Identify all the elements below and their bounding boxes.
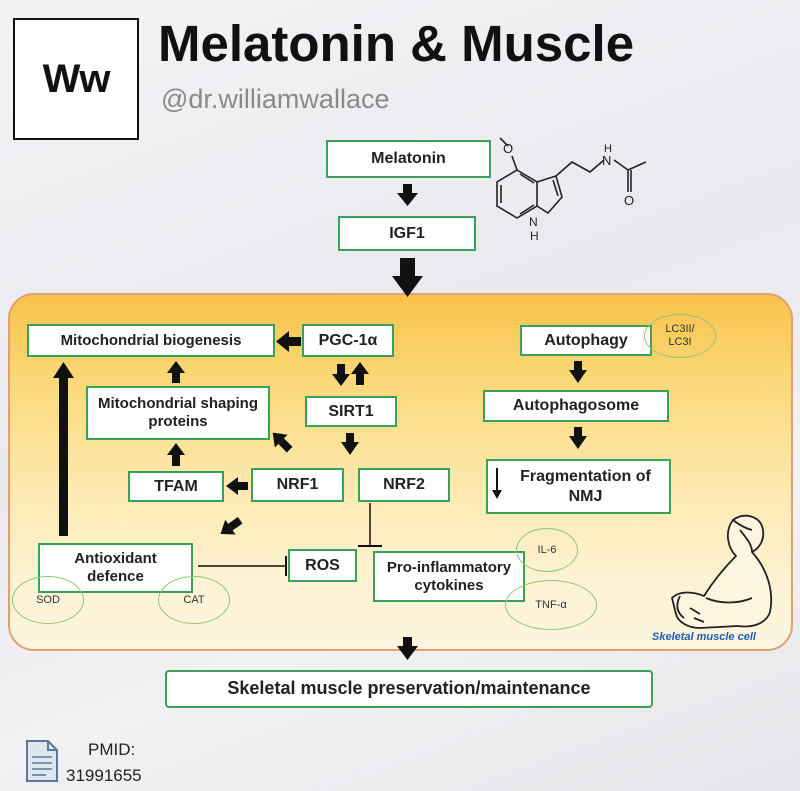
node-outcome-label: Skeletal muscle preservation/maintenance (227, 678, 591, 699)
node-tfam: TFAM (128, 471, 224, 502)
node-melatonin-label: Melatonin (371, 150, 446, 168)
node-sirt1-label: SIRT1 (328, 402, 374, 420)
arrow-cell-to-outcome (397, 637, 418, 660)
node-skeletal-muscle-preservation: Skeletal muscle preservation/maintenance (165, 670, 653, 708)
node-mitochondrial-biogenesis-label: Mitochondrial biogenesis (60, 331, 242, 349)
node-mitochondrial-shaping-proteins: Mitochondrial shaping proteins (86, 386, 270, 440)
oval-tnf-alpha: TNF-α (505, 580, 597, 630)
oval-cat-label: CAT (183, 593, 205, 606)
arrow-autophagosome-to-fragmentation (569, 427, 587, 449)
arrow-sirt1-down (341, 433, 359, 455)
arrow-autophagy-to-autophagosome (569, 361, 587, 383)
pmid-value: 31991655 (66, 766, 142, 785)
oval-sod-label: SOD (36, 593, 60, 606)
logo: Ww (13, 18, 139, 140)
arrow-tfam-to-shaping (167, 443, 185, 466)
node-nrf1: NRF1 (251, 468, 344, 502)
node-melatonin: Melatonin (326, 140, 491, 178)
oval-lc3: LC3II/ LC3I (644, 314, 716, 358)
node-ros: ROS (288, 549, 357, 582)
node-autophagy-label: Autophagy (544, 331, 628, 349)
node-tfam-label: TFAM (154, 477, 198, 495)
page-title: Melatonin & Muscle (158, 15, 635, 72)
node-pro-inflammatory-label: Pro-inflammatory cytokines (386, 558, 512, 594)
oval-il6-label: IL-6 (537, 543, 557, 556)
author-handle: @dr.williamwallace (161, 84, 390, 114)
pmid-label: PMID: (88, 740, 136, 759)
arrow-nrf1-to-tfam (226, 477, 248, 495)
node-mitochondrial-biogenesis: Mitochondrial biogenesis (27, 324, 275, 357)
node-ros-label: ROS (305, 556, 340, 574)
document-icon (26, 740, 58, 782)
atom-oxygen-carbonyl: O (624, 193, 634, 208)
atom-nitrogen-amide: N (602, 153, 611, 168)
muscle-arm-icon (671, 514, 773, 629)
atom-hydrogen-amide: H (604, 143, 612, 155)
node-sirt1: SIRT1 (305, 396, 397, 427)
atom-oxygen-methoxy: O (503, 141, 513, 156)
node-pgc1a: PGC-1α (302, 324, 394, 357)
arrow-melatonin-to-igf1 (397, 184, 418, 206)
arrow-igf1-to-cell (392, 258, 423, 297)
melatonin-molecule (496, 137, 647, 219)
node-nrf2: NRF2 (358, 468, 450, 502)
node-autophagosome-label: Autophagosome (512, 397, 640, 415)
arrow-nrf1-to-antioxidant (220, 516, 243, 535)
node-igf1: IGF1 (338, 216, 476, 251)
node-nrf1-label: NRF1 (276, 476, 319, 494)
arrow-pgc1a-to-sirt1 (332, 364, 350, 386)
atom-nitrogen-indole: N (529, 215, 538, 229)
fragmentation-down-icon (492, 468, 502, 499)
node-igf1-label: IGF1 (389, 224, 425, 242)
node-antioxidant-defence: Antioxidant defence (38, 543, 193, 593)
node-mitochondrial-shaping-label: Mitochondrial shaping proteins (98, 395, 258, 430)
melatonin-molecule-labels: O N H O N H (503, 141, 634, 243)
arrow-shaping-to-biogenesis (167, 361, 185, 383)
arrow-nrf1-to-shaping (272, 432, 293, 453)
node-pro-inflammatory-cytokines: Pro-inflammatory cytokines (373, 551, 525, 602)
cell-label: Skeletal muscle cell (652, 631, 756, 643)
logo-text: Ww (42, 56, 111, 101)
oval-tnf-alpha-label: TNF-α (535, 598, 567, 611)
node-fragmentation-label: Fragmentation of NMJ (520, 468, 651, 505)
inhibit-nrf2 (358, 503, 382, 547)
inhibit-antioxidant-to-ros (198, 556, 287, 576)
arrow-antioxidant-to-biogenesis (53, 362, 74, 536)
node-nrf2-label: NRF2 (383, 476, 425, 494)
node-autophagosome: Autophagosome (483, 390, 669, 422)
arrow-sirt1-to-pgc1a (351, 362, 369, 385)
atom-hydrogen-indole: H (530, 229, 539, 243)
oval-cat: CAT (158, 576, 230, 624)
oval-sod: SOD (12, 576, 84, 624)
node-autophagy: Autophagy (520, 325, 652, 356)
oval-il6: IL-6 (516, 528, 578, 572)
node-fragmentation-of-nmj: Fragmentation of NMJ (486, 459, 671, 514)
oval-lc3-label: LC3II/ LC3I (665, 323, 695, 348)
node-antioxidant-label: Antioxidant defence (74, 550, 157, 585)
arrow-pgc1a-to-biogenesis (276, 331, 301, 352)
node-pgc1a-label: PGC-1α (318, 331, 378, 349)
